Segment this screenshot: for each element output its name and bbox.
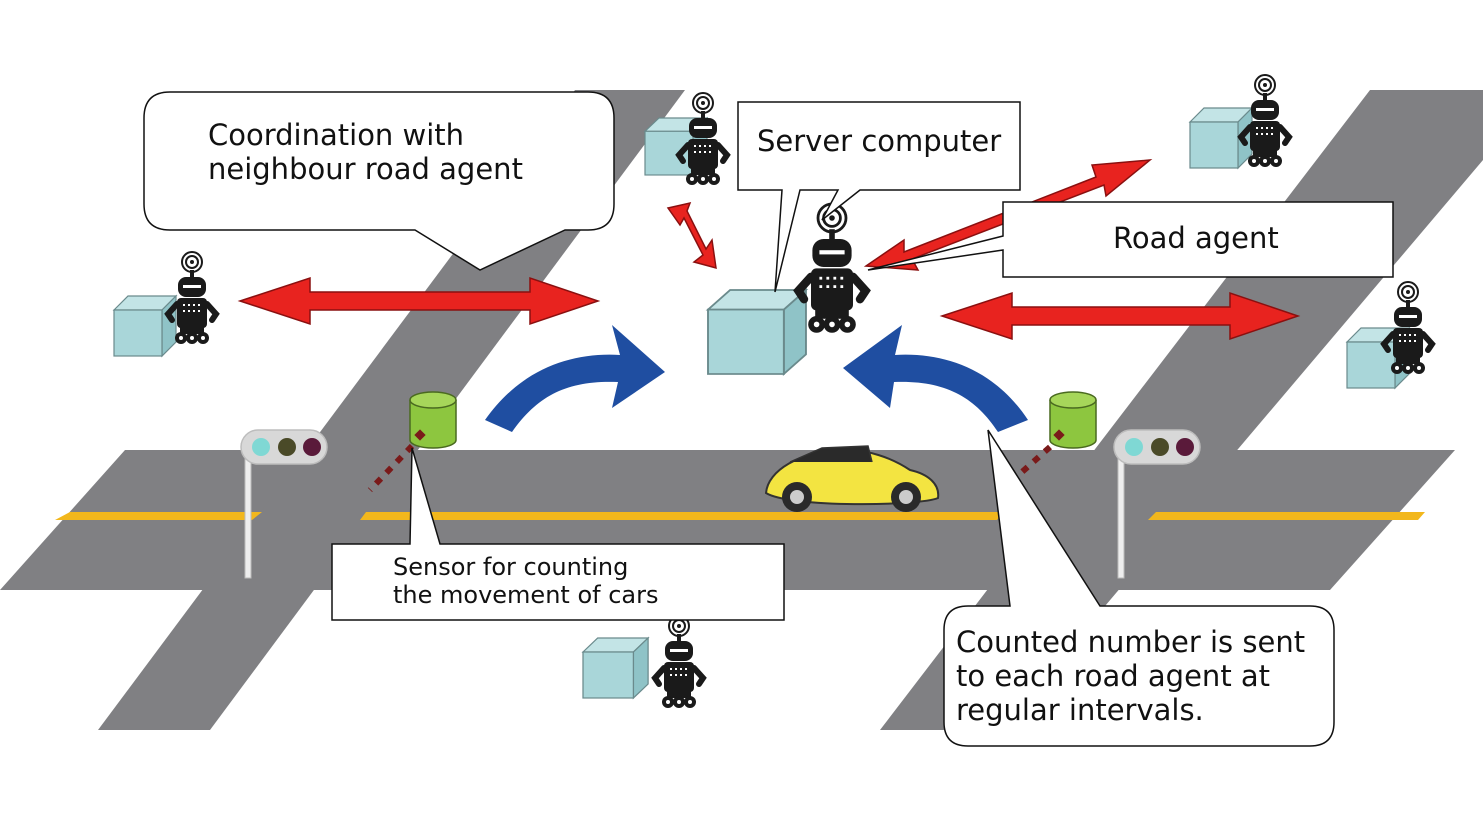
car-icon xyxy=(764,445,940,512)
blue-arrow-right xyxy=(843,325,1028,432)
counted-label: Counted number is sent to each road agen… xyxy=(956,625,1305,727)
coordination-label: Coordination with neighbour road agent xyxy=(208,118,523,186)
coordination-line-1: Coordination with xyxy=(208,118,465,152)
sensor-callout xyxy=(331,447,785,621)
robot-icon xyxy=(655,616,703,708)
blue-arrow-left xyxy=(485,325,665,432)
counted-line-2: to each road agent at xyxy=(956,659,1271,693)
sensor-label: Sensor for counting the movement of cars xyxy=(393,553,658,609)
red-arrow-right xyxy=(939,291,1301,341)
server-box-icon xyxy=(582,637,649,699)
road-agent-callout xyxy=(867,201,1394,278)
sensor-line-1: Sensor for counting xyxy=(393,553,629,581)
counted-line-3: regular intervals. xyxy=(956,693,1204,727)
robot-icon xyxy=(798,204,865,333)
coordination-line-2: neighbour road agent xyxy=(208,152,523,186)
counted-callout xyxy=(943,429,1335,747)
red-arrow-up xyxy=(666,201,717,270)
server-box-icon xyxy=(113,295,177,357)
sensor-cylinder-icon xyxy=(367,391,457,493)
server-computer-label: Server computer xyxy=(757,124,1002,158)
server-callout xyxy=(737,101,1021,293)
server-box-icon xyxy=(707,289,807,375)
coordination-callout xyxy=(143,91,615,271)
road-agent-label: Road agent xyxy=(1113,221,1279,255)
sensor-line-2: the movement of cars xyxy=(393,581,659,609)
counted-line-1: Counted number is sent xyxy=(956,625,1306,659)
sensor-cylinder-icon xyxy=(1020,391,1097,475)
red-arrow-left xyxy=(237,276,601,326)
